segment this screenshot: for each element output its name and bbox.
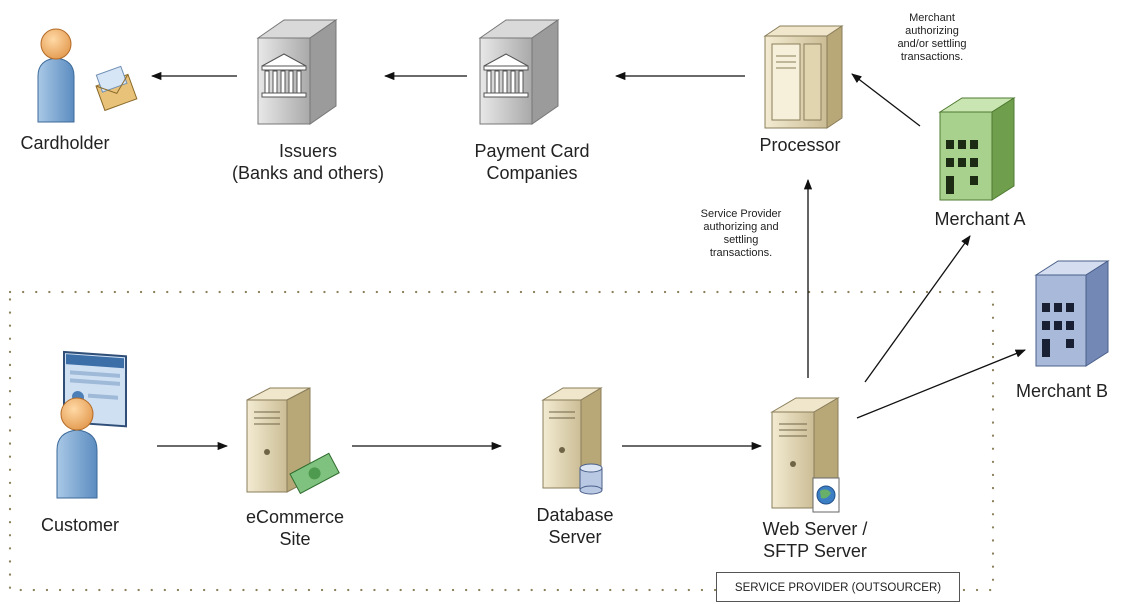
arrow-webserver-to-merchanta — [864, 235, 971, 383]
arrow-webserver-to-merchantb — [856, 349, 1026, 419]
bank-building-icon — [256, 19, 338, 125]
merchant-authorizing-note: Merchant authorizing and/or settling tra… — [897, 12, 967, 63]
ecommerce-site-label: eCommerce Site — [245, 507, 345, 549]
service-provider-boundary-label: SERVICE PROVIDER (OUTSOURCER) — [716, 572, 960, 602]
payment-card-companies-label: Payment Card Companies — [474, 141, 590, 183]
processor-label: Processor — [759, 135, 841, 155]
server-with-database-icon — [541, 387, 603, 495]
service-provider-authorizing-note: Service Provider authorizing and settlin… — [700, 208, 782, 259]
issuers-label: Issuers (Banks and others) — [231, 141, 385, 183]
merchant-b-label: Merchant B — [1015, 381, 1109, 401]
arrow-merchanta-to-processor — [851, 73, 921, 127]
database-server-label: Database Server — [536, 505, 614, 547]
mainframe-server-icon — [763, 25, 844, 129]
web-server-label: Web Server / SFTP Server — [762, 519, 868, 561]
server-with-globe-icon — [770, 397, 840, 513]
merchant-a-label: Merchant A — [934, 209, 1026, 229]
person-with-monitor-icon — [56, 350, 127, 499]
cardholder-label: Cardholder — [20, 133, 110, 153]
bank-building-icon — [478, 19, 560, 125]
server-with-money-icon — [246, 387, 340, 495]
green-office-building-icon — [938, 97, 1016, 201]
customer-label: Customer — [40, 515, 120, 535]
blue-office-building-icon — [1034, 260, 1110, 367]
person-with-envelope-icon — [37, 28, 138, 123]
